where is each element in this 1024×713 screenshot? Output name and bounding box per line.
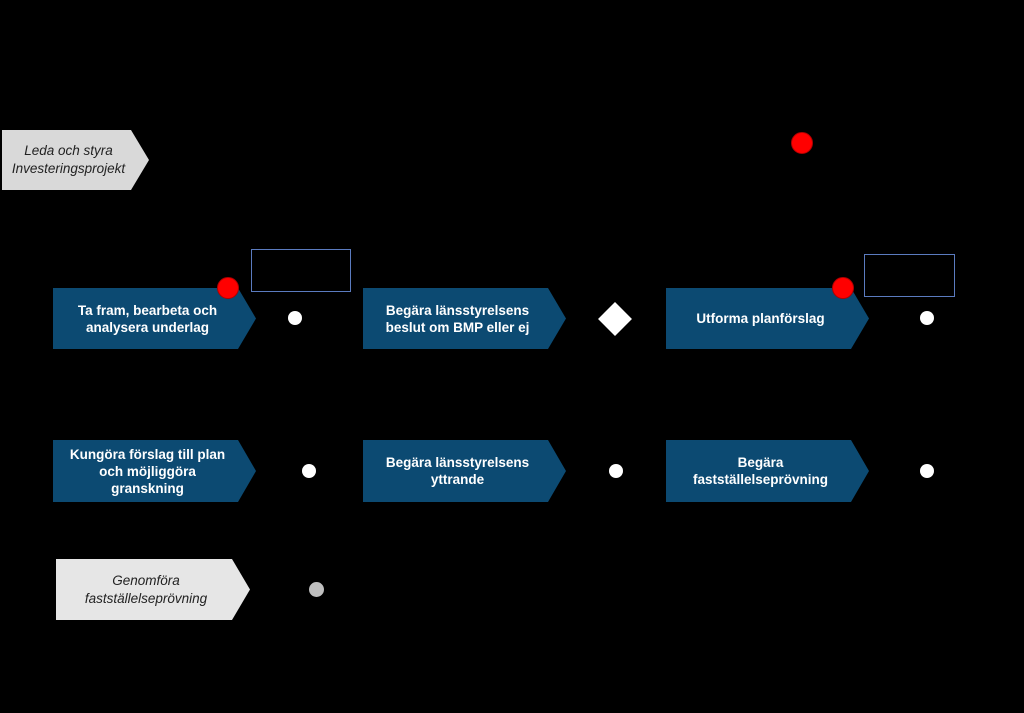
step-genomfora-faststallelseprovning[interactable]: Genomföra fastställelseprövning [56,559,250,620]
step-leda-och-styra[interactable]: Leda och styra Investeringsprojekt [2,130,149,190]
step-ta-fram-underlag[interactable]: Ta fram, bearbeta och analysera underlag [53,288,256,349]
connector-dot [288,311,302,325]
step-label: Leda och styra Investeringsprojekt [11,143,126,176]
note-box [251,249,351,292]
step-begara-faststallelseprovning[interactable]: Begära fastställelseprövning [666,440,869,502]
decision-diamond [598,302,632,336]
milestone-red-dot [832,277,854,299]
milestone-red-dot [791,132,813,154]
connector-dot [920,311,934,325]
step-label: Ta fram, bearbeta och analysera underlag [77,302,218,335]
step-label: Kungöra förslag till plan och möjliggöra… [69,446,226,496]
step-utforma-planforslag[interactable]: Utforma planförslag [666,288,869,349]
step-label: Begära länsstyrelsens beslut om BMP elle… [385,302,530,335]
step-label: Begära länsstyrelsens yttrande [385,455,530,487]
step-begara-yttrande[interactable]: Begära länsstyrelsens yttrande [363,440,566,502]
step-kungora-forslag[interactable]: Kungöra förslag till plan och möjliggöra… [53,440,256,502]
connector-dot [302,464,316,478]
connector-dot-inactive [309,582,324,597]
connector-dot [609,464,623,478]
note-box [864,254,955,297]
milestone-red-dot [217,277,239,299]
step-begara-beslut-bmp[interactable]: Begära länsstyrelsens beslut om BMP elle… [363,288,566,349]
step-label: Genomföra fastställelseprövning [84,572,208,606]
step-label: Utforma planförslag [696,311,825,326]
step-label: Begära fastställelseprövning [692,455,829,487]
connector-dot [920,464,934,478]
